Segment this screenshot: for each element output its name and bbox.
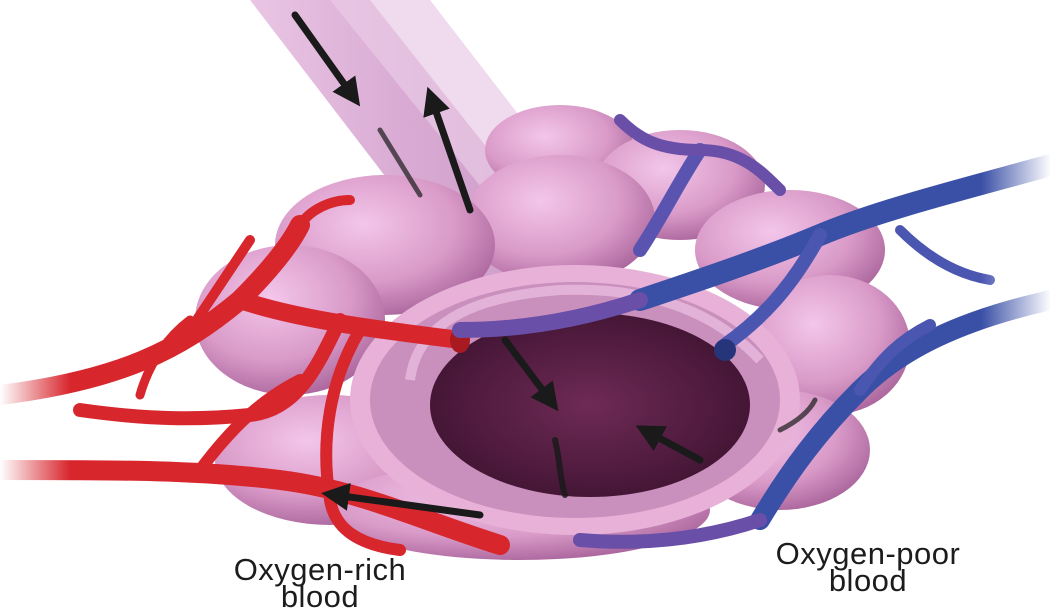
oxygen-rich-blood-label: Oxygen-rich blood <box>190 556 450 609</box>
oxygen-poor-blood-label: Oxygen-poor blood <box>728 540 1008 594</box>
vein-cut-end <box>714 339 736 361</box>
oxygen-poor-line2: blood <box>728 567 1008 594</box>
right-fade <box>981 0 1051 609</box>
open-alveolus <box>350 265 800 535</box>
oxygen-rich-line2: blood <box>190 583 450 609</box>
left-fade <box>0 0 70 609</box>
